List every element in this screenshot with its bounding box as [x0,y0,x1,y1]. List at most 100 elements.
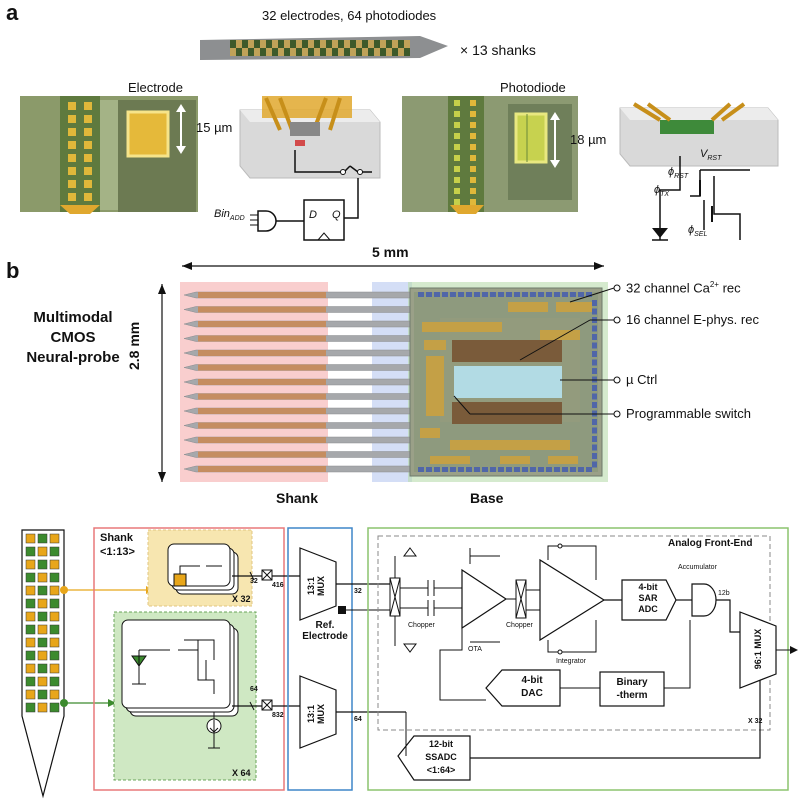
photodiode-site [454,133,460,139]
bond-pad [514,292,520,297]
afe-outer-box [367,527,789,791]
x32-label: X 32 [232,594,251,604]
shank-pixel [49,533,60,544]
bond-pad [592,419,597,425]
mux-2 [299,675,337,749]
shank-pixel [37,533,48,544]
sar-adc-block [621,579,677,621]
integrator-label: Integrator [556,658,586,665]
bond-pad [426,467,432,472]
bond-pad [538,467,544,472]
shank-electrode-array [198,408,326,414]
bond-pad [592,393,597,400]
phi-sel-sub: SEL [694,231,708,239]
shank-site [386,40,392,48]
photodiode-site [470,177,476,183]
afe-title: Analog Front-End [668,538,753,549]
electrode-chip-render [239,96,381,179]
gold-block [450,440,570,450]
probe-title: Multimodal CMOS Neural-probe [18,308,128,368]
dac-label: 4-bit DAC [504,674,560,700]
shank-label: Shank [276,490,319,506]
shank-pixel [37,559,48,570]
shank-pixel [37,637,48,648]
electrode-site [84,128,92,136]
shank-pixel [49,624,60,635]
bond-pad [418,292,424,297]
bond-pad [554,292,560,297]
shank-site [356,48,362,56]
mux-1 [299,547,337,621]
shank-pixel [25,533,36,544]
photodiode-site [454,144,460,150]
shank-pixel [37,663,48,674]
shank-site [404,48,410,56]
electrode-site [68,180,76,188]
bond-pad [592,427,597,434]
electrode-site [84,167,92,175]
bond-pad [450,292,456,297]
shank-site [260,48,266,56]
shank-pixel [49,650,60,661]
shank-site [236,48,242,56]
bond-pad [586,292,592,297]
phi-tx-sub: TX [660,191,670,199]
shank-site [320,48,326,56]
bond-pad [546,292,552,297]
shank-pixel [49,663,60,674]
bin-add-sub: ADD [229,215,245,223]
shank-count: × 13 shanks [460,42,536,58]
photodiode-site [470,133,476,139]
ff-d-label: D [309,209,317,221]
gold-block [556,302,592,312]
electrode-site [68,193,76,201]
probe-shank-icon [21,529,65,799]
shank-pixel [37,676,48,687]
panel-a-letter: a [6,0,19,25]
ff-q-label: Q [332,209,341,221]
bond-pad [490,292,496,297]
electrode-site [84,154,92,162]
probe-title-line3: Neural-probe [26,349,120,366]
v-rst-text: V [700,148,708,160]
shank-electrode-array [198,437,326,443]
photodiode-site [454,199,460,205]
bond-pad [482,292,488,297]
ref-electrode-line2: Electrode [302,631,348,642]
shank-site [266,40,272,48]
shank-electrode-array [198,306,326,313]
bond-pad [570,467,576,472]
bin-add-text: Bin [214,208,230,220]
shank-pixel [49,546,60,557]
mux-box [287,527,353,791]
bond-pad [434,292,440,297]
shank-site [254,40,260,48]
binary-therm-label: Binary -therm [600,676,664,702]
accumulator-label: Accumulator [678,564,717,571]
photodiode-site [454,166,460,172]
shank-pixel [49,702,60,713]
shank-pixel [37,546,48,557]
bond-pad [466,292,472,297]
bin-add-label: BinADD [214,208,245,222]
electrode-site [68,115,76,123]
photodiode-site [470,155,476,161]
shank-site [230,40,236,48]
shank-site [284,48,290,56]
shank-site [362,40,368,48]
photodiode-site [470,122,476,128]
shank-electrode-array [198,321,326,327]
electrode-size: 15 µm [196,120,233,135]
shank-pixel [25,598,36,609]
shank-pixel [49,611,60,622]
gold-block [508,302,548,312]
shank-pixel [49,572,60,583]
bond-pad [592,359,597,366]
gold-block [500,456,530,464]
shank-box-title: Shank [100,532,134,544]
bond-pad [474,292,480,297]
callout-u-ctrl: µ Ctrl [626,372,658,387]
bond-pad [592,342,597,349]
bus-416: 416 [272,582,284,589]
bond-pad [498,467,504,472]
